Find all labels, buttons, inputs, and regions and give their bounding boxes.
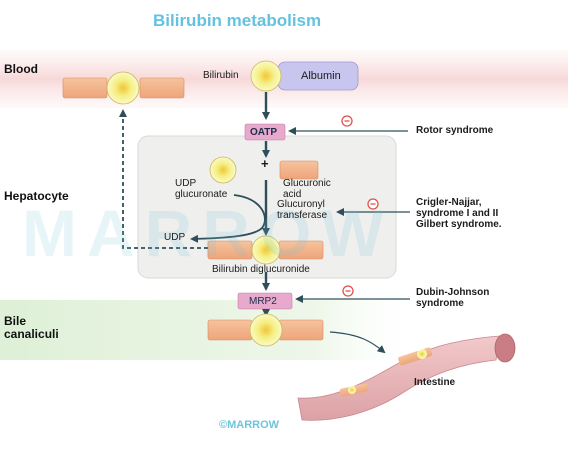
page-title: Bilirubin metabolism (153, 11, 322, 30)
label-udp-glucuronate-1: UDP (175, 178, 197, 189)
bilirubin-molecule (250, 60, 282, 92)
label-bilirubin: Bilirubin (203, 70, 239, 81)
bilirubin-in-cell (209, 156, 237, 184)
label-glucuronic-acid-1: Glucuronic (283, 178, 331, 189)
disorder-crigler-3: Gilbert syndrome. (416, 219, 502, 230)
bile-bilirubin-complex (207, 313, 324, 347)
label-oatp: OATP (250, 127, 278, 138)
bilirubin-diglucuronide-complex (207, 235, 324, 265)
arrow-to-intestine (329, 331, 386, 354)
label-udp: UDP (164, 232, 186, 243)
label-bilirubin-diglucuronide: Bilirubin diglucuronide (212, 264, 310, 275)
label-mrp2: MRP2 (249, 296, 277, 307)
disorder-crigler-2: syndrome I and II (416, 208, 499, 219)
label-albumin: Albumin (301, 70, 341, 82)
disorder-crigler-1: Crigler-Najjar, (416, 197, 482, 208)
label-intestine: Intestine (414, 377, 456, 388)
intestine-vessel (297, 333, 516, 421)
region-label-bile: Bile (4, 314, 27, 328)
region-label-hepatocyte: Hepatocyte (4, 189, 69, 203)
udp-release-arrow (190, 194, 266, 243)
blood-bilirubin-complex (62, 71, 185, 105)
disorder-dubin-1: Dubin-Johnson (416, 287, 490, 298)
footer-copyright: ©MARROW (219, 419, 280, 431)
label-plus: + (261, 156, 269, 171)
label-glucuronyl-transferase-1: Glucuronyl (277, 199, 325, 210)
watermark: MARROW (22, 196, 394, 270)
label-glucuronyl-transferase-2: transferase (277, 210, 328, 221)
label-glucuronic-acid-2: acid (283, 189, 302, 200)
glucuronic-acid-shape (279, 160, 319, 180)
region-label-canaliculi: canaliculi (4, 327, 59, 341)
label-udp-glucuronate-2: glucuronate (175, 189, 228, 200)
region-label-blood: Blood (4, 62, 38, 76)
disorder-rotor: Rotor syndrome (416, 125, 494, 136)
dashed-return-arrow (119, 109, 208, 249)
oatp-transporter (244, 123, 286, 141)
disorder-dubin-2: syndrome (416, 298, 464, 309)
